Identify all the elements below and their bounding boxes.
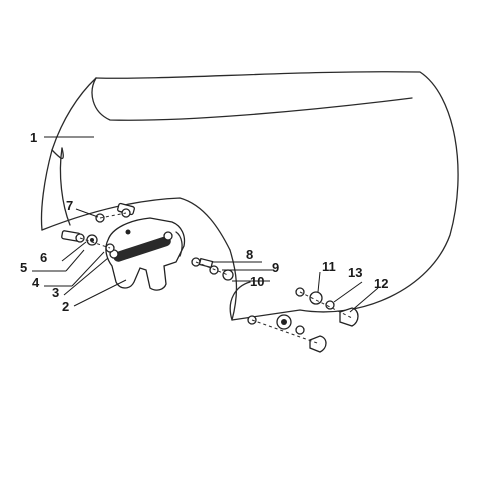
washer-11 [295, 287, 323, 305]
leader-lines [32, 136, 379, 313]
callout-labels: 1 7 6 5 4 3 2 8 9 10 11 13 12 [20, 130, 388, 314]
callout-13: 13 [348, 265, 362, 280]
callout-4: 4 [32, 275, 40, 290]
callout-5: 5 [20, 260, 27, 275]
callout-2: 2 [62, 299, 69, 314]
washer-13 [325, 300, 335, 310]
washer-4 [86, 234, 98, 246]
washer-9 [209, 265, 219, 275]
callout-12: 12 [374, 276, 388, 291]
callout-11: 11 [322, 259, 336, 274]
callout-3: 3 [52, 285, 59, 300]
callout-9: 9 [272, 260, 279, 275]
nut-10 [222, 269, 234, 281]
callout-6: 6 [40, 250, 47, 265]
callout-1: 1 [30, 130, 37, 145]
lower-hardware [247, 314, 327, 353]
callout-8: 8 [246, 247, 253, 262]
bracket-slot [113, 236, 171, 262]
assembly-axes [79, 212, 353, 345]
mounting-bracket [105, 217, 186, 291]
bolt-7 [117, 202, 135, 218]
bolt-6 [61, 230, 85, 243]
callout-7: 7 [66, 198, 73, 213]
callout-10: 10 [250, 274, 264, 289]
bolt-8 [191, 257, 214, 269]
